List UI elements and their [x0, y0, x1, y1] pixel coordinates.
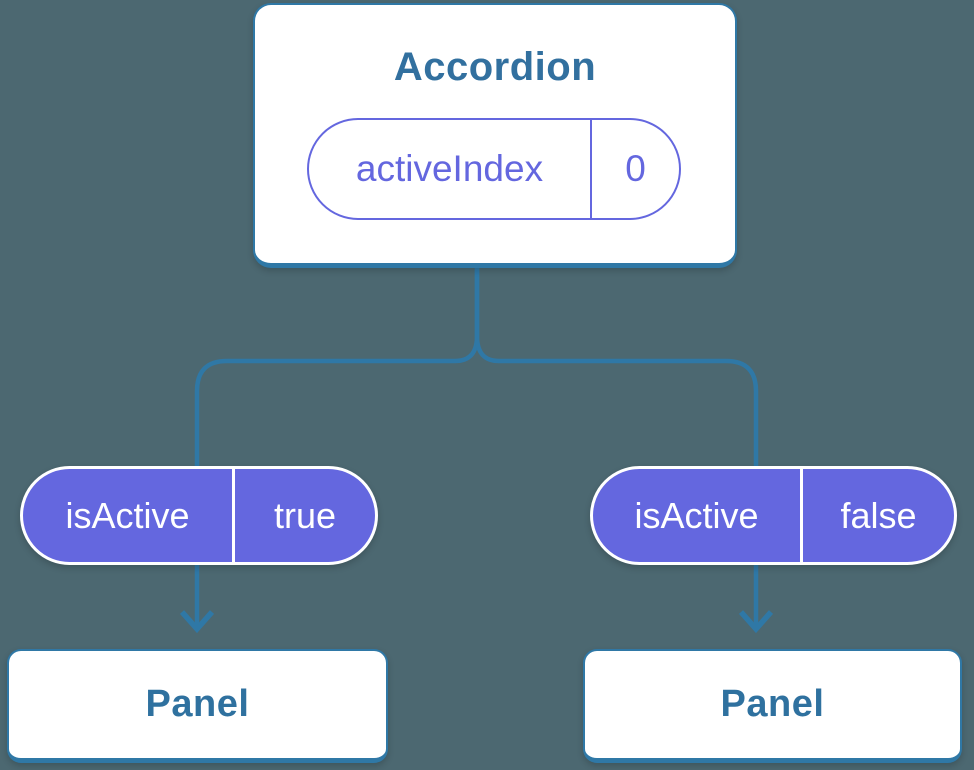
- panel-title: Panel: [720, 683, 825, 725]
- arrowhead-right-icon: [738, 610, 774, 634]
- prop-pill-name: isActive: [593, 469, 803, 562]
- prop-pill-isactive-false: isActive false: [590, 466, 957, 565]
- accordion-card: Accordion activeIndex 0: [253, 3, 737, 268]
- prop-pill-name: isActive: [23, 469, 235, 562]
- state-pill-activeindex: activeIndex 0: [307, 118, 681, 220]
- connector-branch-left: [194, 268, 480, 626]
- prop-pill-value: true: [273, 494, 337, 536]
- accordion-title: Accordion: [393, 45, 597, 89]
- state-pill-name: activeIndex: [309, 120, 592, 218]
- panel-title: Panel: [145, 683, 250, 725]
- connector-branch-right: [474, 268, 759, 626]
- prop-pill-value: false: [840, 494, 917, 536]
- arrowhead-left-icon: [179, 610, 215, 634]
- panel-card-right: Panel: [583, 649, 962, 763]
- prop-pill-isactive-true: isActive true: [20, 466, 378, 565]
- state-pill-value: 0: [625, 148, 646, 189]
- panel-card-left: Panel: [7, 649, 388, 763]
